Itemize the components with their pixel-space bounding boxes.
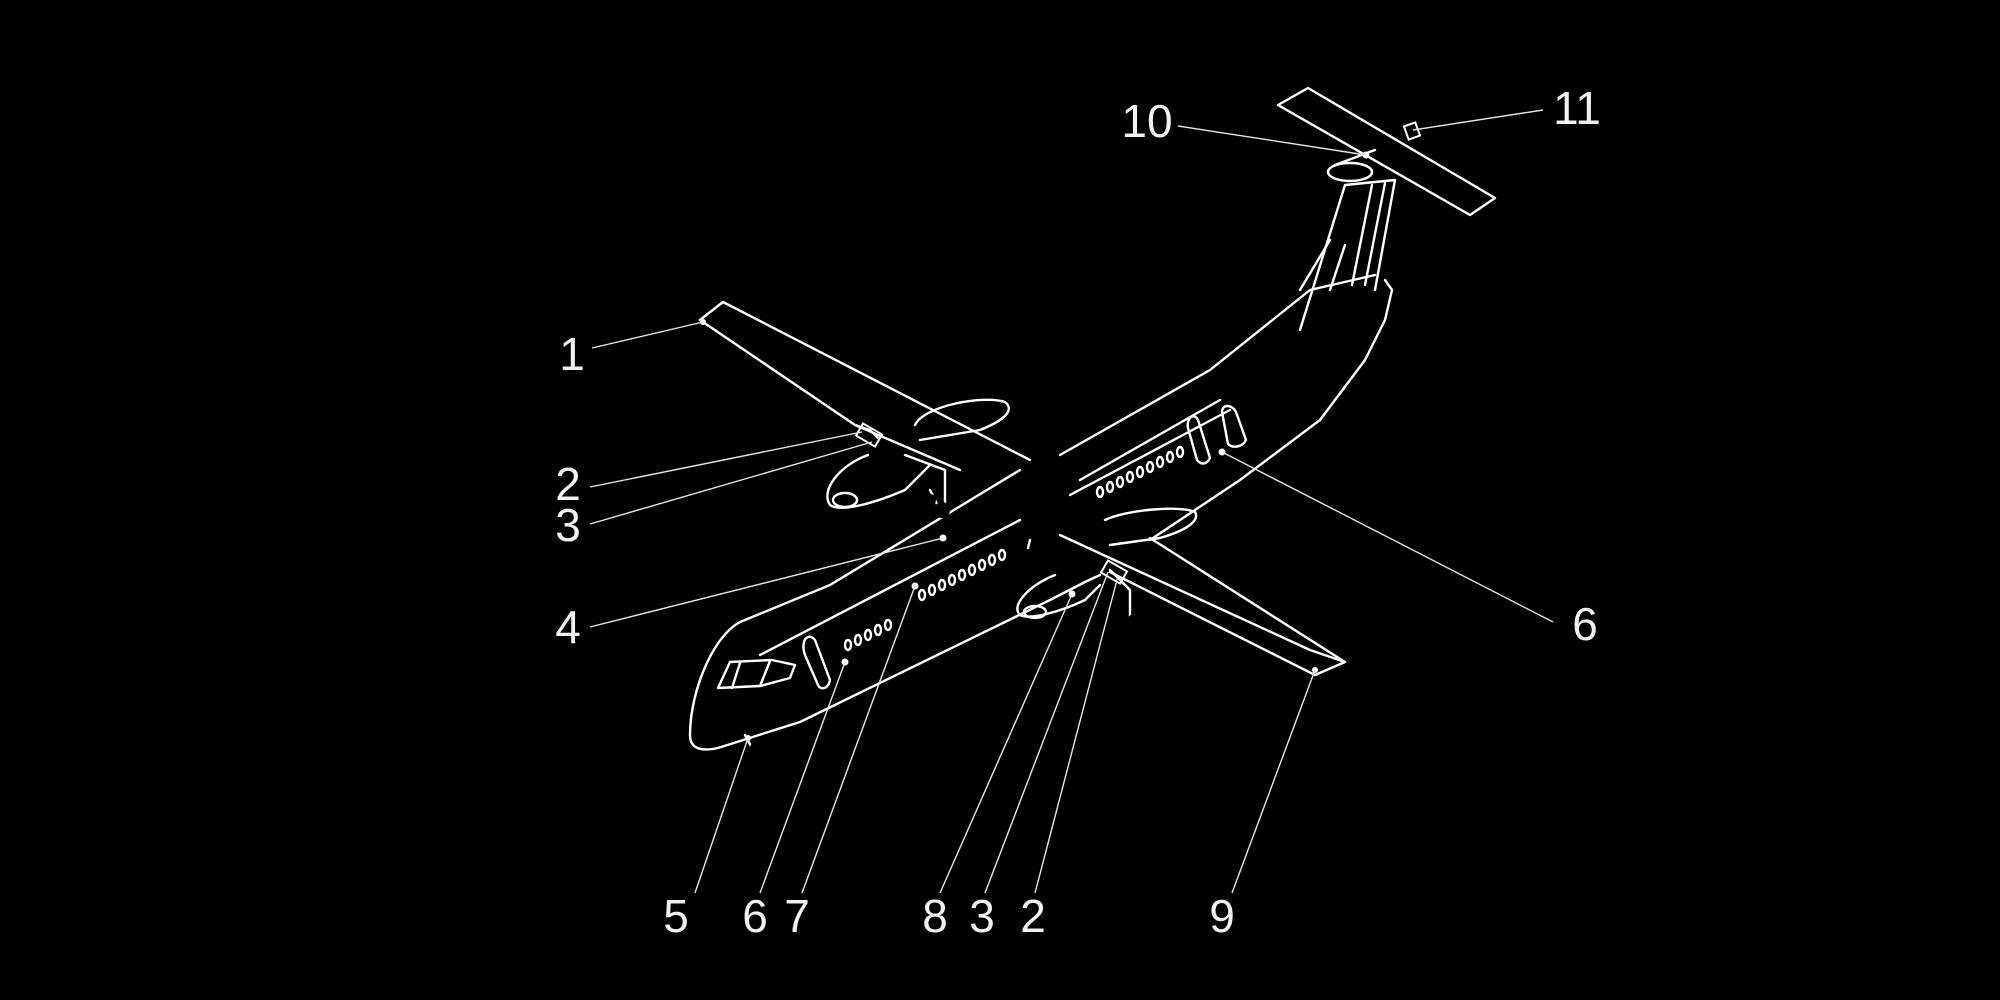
callout-label-3-left: 3	[555, 499, 581, 551]
callout-label-3-bottom: 3	[969, 890, 995, 942]
leader-line-10	[1177, 125, 1367, 156]
fuselage	[688, 238, 1394, 751]
callout-label-9: 9	[1209, 890, 1235, 942]
tail-light-marker	[1402, 121, 1422, 141]
forward-window-row	[843, 548, 1007, 652]
callout-label-2-bottom: 2	[1020, 890, 1046, 942]
belly-antenna	[1026, 538, 1032, 550]
leader-line-9	[1231, 669, 1316, 894]
aft-door-1	[1186, 415, 1212, 465]
leader-line-6b	[1221, 451, 1554, 623]
right-wing	[1058, 533, 1347, 677]
leader-line-3a	[589, 441, 873, 525]
callout-label-6-bottom: 6	[742, 890, 768, 942]
aft-door-2	[1220, 404, 1248, 448]
aircraft-outline	[688, 86, 1497, 754]
leader-line-2b	[1034, 575, 1119, 894]
leader-lines	[589, 109, 1554, 894]
left-engine-nacelle	[826, 398, 1010, 518]
callout-label-11: 11	[1553, 82, 1601, 134]
feature-markers	[700, 121, 1422, 741]
aft-window-row	[1095, 445, 1185, 499]
leader-line-1	[591, 321, 704, 349]
forward-door	[802, 635, 832, 690]
leader-line-7	[801, 585, 916, 894]
callout-label-10: 10	[1121, 95, 1172, 147]
horizontal-stabilizer	[1276, 86, 1497, 217]
callout-label-7: 7	[784, 890, 810, 942]
vertical-stabilizer	[1298, 178, 1397, 332]
leader-line-5	[694, 737, 749, 894]
callout-label-2-left: 2	[555, 458, 581, 510]
callout-label-8: 8	[922, 890, 948, 942]
right-engine-nacelle	[1016, 507, 1198, 634]
right-wing-light-marker	[1099, 559, 1129, 585]
callout-label-5: 5	[663, 890, 689, 942]
leader-line-11	[1412, 109, 1544, 131]
callout-label-1: 1	[559, 328, 585, 380]
callout-labels: 1 2 3 4 5 6 7 8 3 2 9 6 10 11	[555, 82, 1601, 942]
left-wing	[698, 300, 1032, 472]
cockpit-windshield	[716, 658, 797, 690]
leader-line-6a	[759, 661, 846, 894]
left-wing-light-marker	[854, 422, 884, 448]
leader-line-8	[939, 593, 1073, 894]
leader-line-4	[589, 537, 944, 628]
callout-label-4: 4	[555, 601, 581, 653]
leader-line-3b	[984, 571, 1109, 894]
callout-label-6-right: 6	[1572, 598, 1598, 650]
leader-line-2a	[589, 431, 863, 488]
